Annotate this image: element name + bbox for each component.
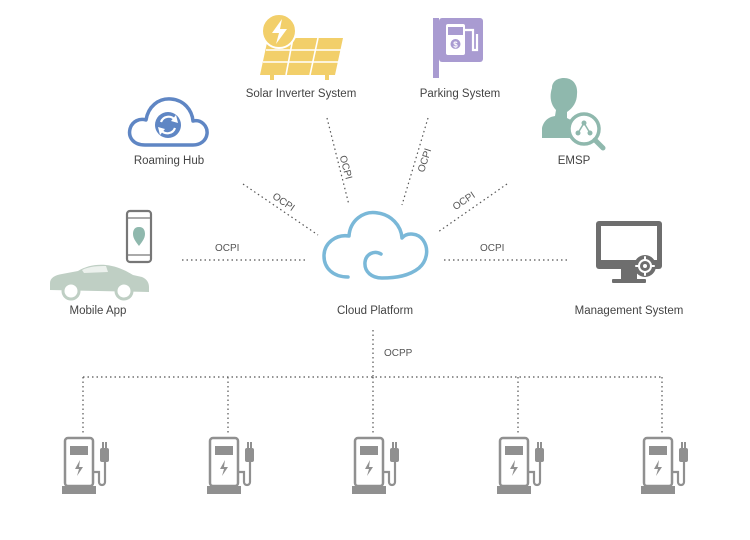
protocol-management: OCPI bbox=[480, 243, 505, 254]
charger-icon bbox=[352, 436, 399, 494]
svg-text:$: $ bbox=[453, 41, 458, 50]
cloud-platform-icon bbox=[322, 210, 429, 280]
charger-icon bbox=[641, 436, 688, 494]
charger-icon bbox=[207, 436, 254, 494]
connectors bbox=[82, 117, 663, 433]
charger-icon bbox=[62, 436, 109, 494]
emsp-person-icon bbox=[542, 78, 606, 151]
parking-sign-icon: $ bbox=[433, 18, 483, 78]
label-mobile-app: Mobile App bbox=[69, 305, 127, 317]
monitor-icon bbox=[596, 221, 662, 283]
connector-roaming bbox=[242, 183, 319, 236]
protocol-chargers: OCPP bbox=[384, 348, 413, 359]
car-icon bbox=[50, 264, 149, 301]
connector-emsp bbox=[437, 183, 508, 233]
label-parking-system: Parking System bbox=[419, 88, 501, 100]
connector-solar bbox=[326, 117, 350, 206]
charger-icon bbox=[497, 436, 544, 494]
chargers-group bbox=[62, 436, 688, 494]
protocol-mobile: OCPI bbox=[215, 243, 240, 254]
roaming-hub-icon bbox=[127, 97, 209, 147]
label-management-system: Management System bbox=[574, 305, 684, 317]
label-roaming-hub: Roaming Hub bbox=[133, 155, 205, 167]
label-emsp: EMSP bbox=[557, 155, 591, 167]
connector-parking bbox=[401, 117, 429, 206]
label-cloud-platform: Cloud Platform bbox=[336, 305, 414, 317]
label-solar-inverter-system: Solar Inverter System bbox=[245, 88, 357, 100]
solar-panel-icon bbox=[260, 13, 343, 80]
mobile-phone-icon bbox=[125, 209, 153, 264]
